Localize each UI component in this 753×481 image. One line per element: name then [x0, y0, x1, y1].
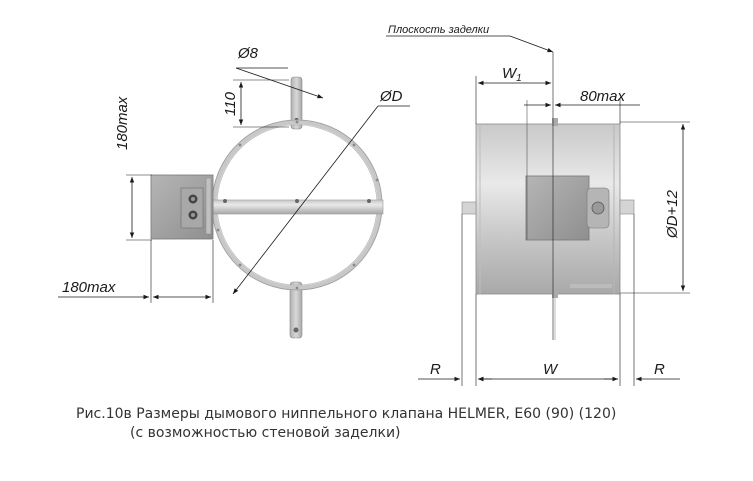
- dim-180max-vertical: 180max: [114, 96, 131, 150]
- dim-w1: W1: [502, 65, 522, 84]
- bottom-mounting-tab: [289, 281, 303, 339]
- caption-line-1: Рис.10в Размеры дымового ниппельного кла…: [76, 406, 617, 422]
- diaD-leader: [232, 105, 379, 295]
- dim-110: 110: [222, 91, 239, 116]
- dim-180max-horizontal: 180max: [62, 279, 116, 296]
- dim-r-left: R: [430, 361, 441, 378]
- dim-dia8: Ø8: [237, 45, 259, 62]
- dia8-leader: [235, 67, 324, 99]
- label-mounting-plane: Плоскость заделки: [388, 24, 489, 36]
- dim-w: W: [543, 361, 559, 378]
- figure-caption: Рис.10в Размеры дымового ниппельного кла…: [76, 405, 616, 443]
- dim-80max: 80max: [580, 88, 626, 105]
- front-view: Ø8 110 ØD 180max 180max: [58, 45, 410, 339]
- actuator-box-side: [525, 175, 590, 241]
- caption-line-2: (с возможностью стеновой заделки): [130, 425, 401, 441]
- dim-r-right: R: [654, 361, 665, 378]
- dim-diaD: ØD: [379, 88, 403, 105]
- technical-drawing: Ø8 110 ØD 180max 180max: [58, 24, 690, 386]
- plane-leader: [509, 35, 554, 53]
- dim-diaD-plus-12: ØD+12: [664, 189, 681, 239]
- side-view: Плоскость заделки W1 80max ØD+12 R W R: [386, 24, 690, 386]
